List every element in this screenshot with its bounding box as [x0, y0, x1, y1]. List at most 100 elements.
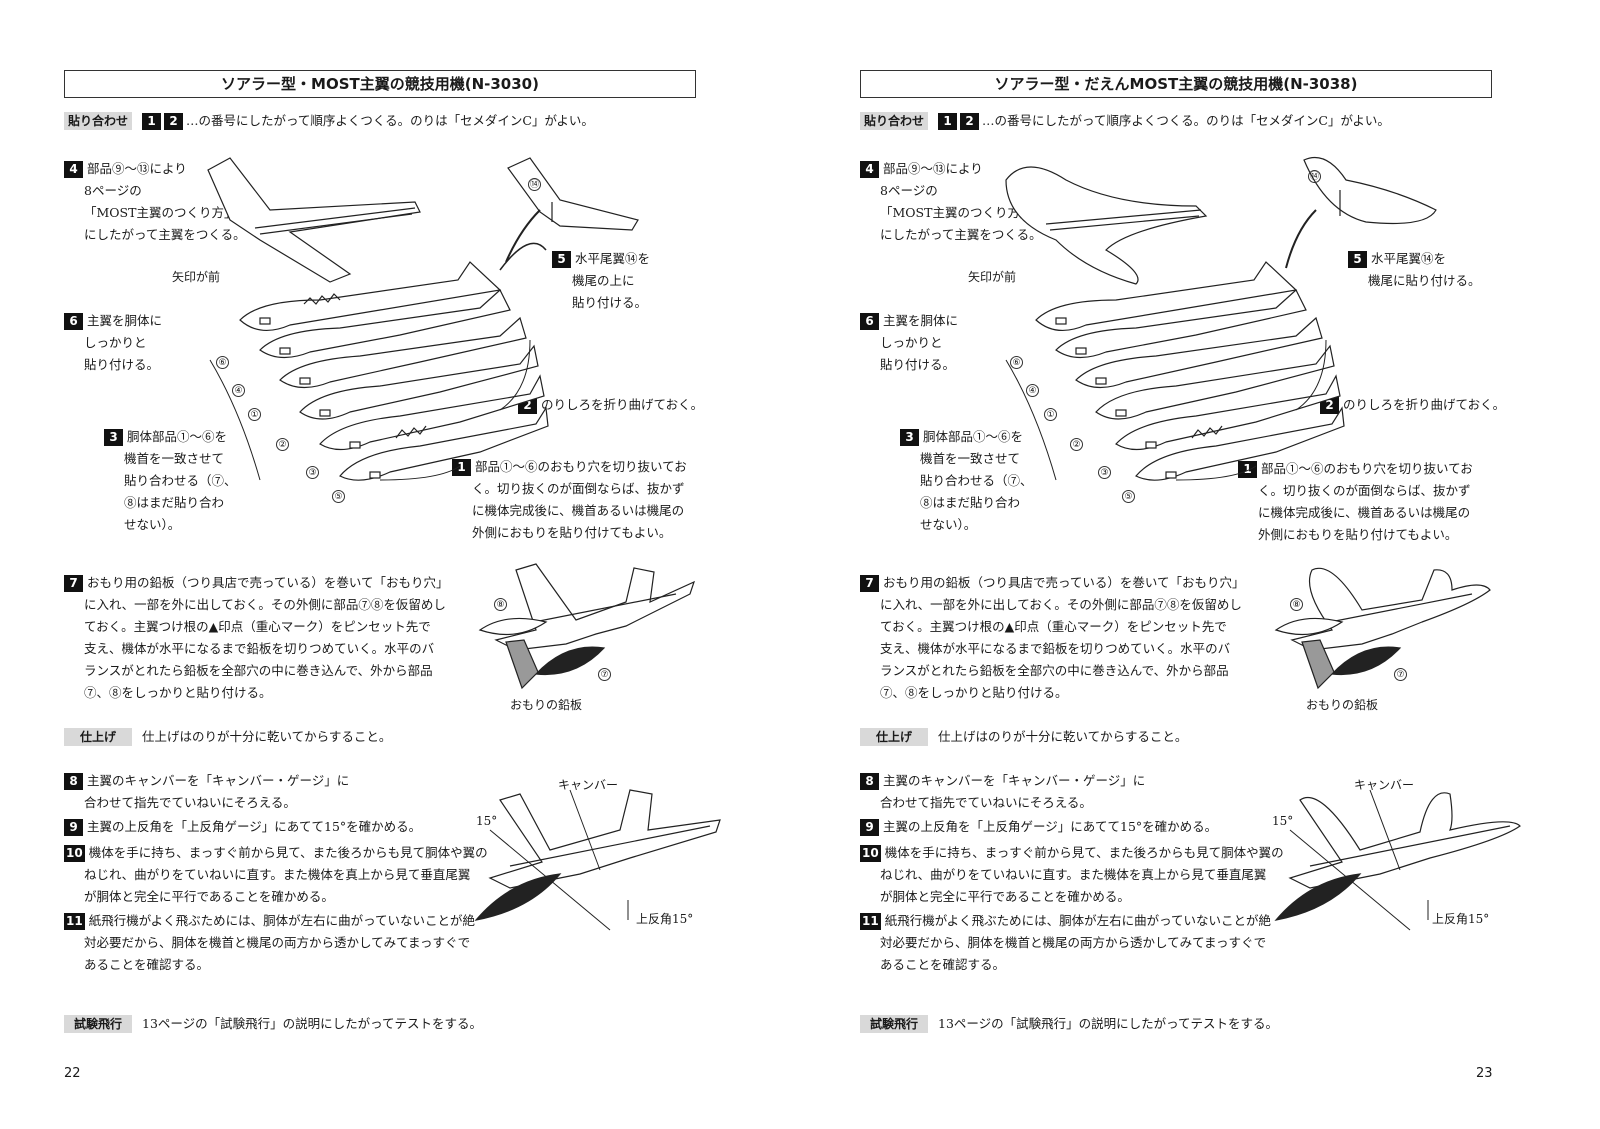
step-7-line: に入れ、一部を外に出しておく。その外側に部品⑦⑧を仮留めし: [84, 597, 446, 612]
step-6-line: しっかりと: [880, 335, 943, 350]
fuselage-layer: [319, 374, 545, 451]
part-7-marker: ⑦: [1394, 668, 1407, 681]
step-num: 2: [164, 113, 183, 130]
step-11-line: あることを確認する。: [84, 957, 210, 972]
step-3-line: せない）。: [920, 517, 977, 532]
step-num: 8: [64, 773, 83, 790]
step-4-line: 8ページの: [84, 183, 142, 198]
step-10-line: ねじれ、曲がりをていねいに直す。また機体を真上から見て垂直尾翼: [84, 867, 471, 882]
part-8-shape: [1274, 617, 1344, 636]
fuselage-layer: [1115, 374, 1341, 451]
step-num: 1: [938, 113, 957, 130]
step-num: 5: [552, 251, 571, 268]
step-3-line: ⑧はまだ貼り合わ: [920, 495, 1021, 510]
step-num: 4: [860, 161, 879, 178]
part-6-marker: ⑥: [216, 356, 229, 369]
dihedral-label: 上反角15°: [636, 912, 694, 926]
step-7-line: に入れ、一部を外に出しておく。その外側に部品⑦⑧を仮留めし: [880, 597, 1242, 612]
fuselage-layer: [1035, 261, 1298, 331]
part-5-marker: ⑤: [332, 490, 345, 503]
step-10-line: 機体を手に持ち、まっすぐ前から見て、また後ろからも見て胴体や翼の: [884, 845, 1284, 860]
step-num: 1: [142, 113, 161, 130]
step-6-line: 主翼を胴体に: [883, 313, 959, 328]
part-1-marker: ①: [248, 408, 261, 421]
step-4-line: 「MOST主翼のつくり方」: [84, 205, 237, 220]
part-5-marker: ⑤: [1122, 490, 1135, 503]
part-8-marker: ⑧: [1290, 598, 1303, 611]
weight-drawing: [1274, 567, 1491, 690]
part-8-marker: ⑧: [494, 598, 507, 611]
part-14-marker: ⑭: [528, 178, 541, 191]
part-4-marker: ④: [1026, 384, 1039, 397]
horizontal-tail-shape: [507, 157, 639, 231]
step-1-line: に機体完成後に、機首あるいは機尾の: [1258, 505, 1471, 520]
step-num: 1: [452, 459, 471, 476]
step-6-line: 貼り付ける。: [880, 357, 956, 372]
camber-diagram: [1270, 770, 1530, 944]
page-title: ソアラー型・だえんMOST主翼の競技用機(N-3038): [860, 70, 1492, 98]
assembly-diagram: [200, 150, 660, 514]
nose-shape: [474, 873, 562, 921]
step-1-line: 部品①〜⑥のおもり穴を切り抜いてお: [1261, 461, 1473, 476]
step-num: 6: [64, 313, 83, 330]
finish-text: 仕上げはのりが十分に乾いてからすること。: [142, 729, 392, 744]
angle-label: 15°: [1272, 814, 1294, 828]
step-4-line: 部品⑨〜⑬により: [883, 161, 983, 176]
camber-label: キャンバー: [1354, 778, 1415, 792]
step-num: 6: [860, 313, 879, 330]
step-7-line: おもり用の鉛板（つり具店で売っている）を巻いて「おもり穴」: [87, 575, 449, 590]
fuselage-layer: [1135, 406, 1345, 481]
step-7: 7 おもり用の鉛板（つり具店で売っている）を巻いて「おもり穴」 に入れ、一部を外に…: [64, 572, 449, 704]
step-7-line: ⑦、⑧をしっかりと貼り付ける。: [84, 685, 272, 700]
step-10-line: が胴体と完全に平行であることを確かめる。: [880, 889, 1130, 904]
step-num: 3: [900, 429, 919, 446]
assembly-label: 貼り合わせ: [64, 112, 132, 130]
arrow-front-label: 矢印が前: [968, 270, 1017, 284]
step-num: 10: [860, 845, 881, 862]
dihedral-label: 上反角15°: [1432, 912, 1490, 926]
glider-shape: [1290, 567, 1491, 651]
fuselage-layer: [279, 316, 527, 389]
step-4-line: 部品⑨〜⑬により: [87, 161, 187, 176]
step-num: 7: [64, 575, 83, 592]
step-3-line: 貼り合わせる（⑦、: [124, 473, 237, 488]
step-num: 8: [860, 773, 879, 790]
camber-drawing: [474, 789, 721, 931]
step-1-line: 部品①〜⑥のおもり穴を切り抜いてお: [475, 459, 687, 474]
fuselage-layer: [259, 289, 511, 359]
step-num: 1: [1238, 461, 1257, 478]
step-num: 9: [64, 819, 83, 836]
step-3-line: 貼り合わせる（⑦、: [920, 473, 1033, 488]
elliptical-tail-shape: [1303, 156, 1437, 225]
step-7-line: ておく。主翼つけ根の▲印点（重心マーク）をピンセット先で: [84, 619, 431, 634]
camber-drawing: [1274, 789, 1521, 931]
step-5-line: 水平尾翼⑭を: [575, 251, 651, 266]
fuselage-layer: [299, 344, 539, 420]
part-6-marker: ⑥: [1010, 356, 1023, 369]
fuselage-layer: [1055, 289, 1307, 359]
angle-label: 15°: [476, 814, 498, 828]
step-11-line: あることを確認する。: [880, 957, 1006, 972]
step-3-line: せない）。: [124, 517, 181, 532]
step-10-line: が胴体と完全に平行であることを確かめる。: [84, 889, 334, 904]
part-3-marker: ③: [1098, 466, 1111, 479]
step-5-line: 機尾の上に: [572, 273, 635, 288]
step-1-line: く。切り抜くのが面倒ならば、抜かず: [1258, 483, 1471, 498]
step-11-line: 紙飛行機がよく飛ぶためには、胴体が左右に曲がっていないことが絶: [88, 913, 475, 928]
step-3-line: 機首を一致させて: [124, 451, 225, 466]
step-8-line: 主翼のキャンバーを「キャンバー・ゲージ」に: [87, 773, 350, 788]
step-1-line: に機体完成後に、機首あるいは機尾の: [472, 503, 685, 518]
step-6-line: 貼り付ける。: [84, 357, 160, 372]
part-7-shape: [1330, 646, 1402, 676]
